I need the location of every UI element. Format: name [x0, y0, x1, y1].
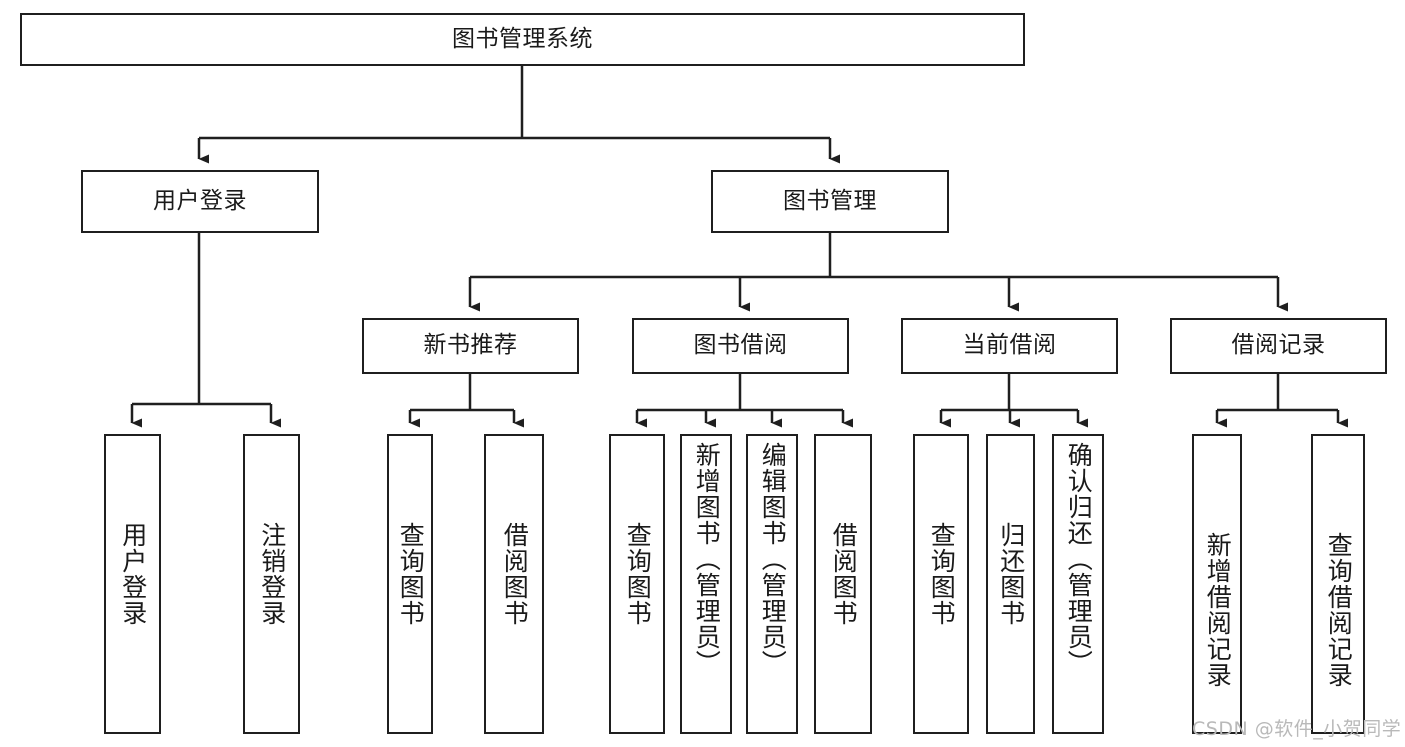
- node-leaf-leaf-confirm-return[interactable]: 确认归还（管理员）: [1052, 434, 1104, 734]
- node-leaf-leaf-add-book[interactable]: 新增图书（管理员）: [680, 434, 732, 734]
- node-leaf-leaf-query-book-3[interactable]: 查询图书: [913, 434, 969, 734]
- node-leaf-label: 归还图书: [996, 522, 1026, 626]
- node-leaf-leaf-borrow-book-1[interactable]: 借阅图书: [484, 434, 544, 734]
- node-leaf-leaf-return-book[interactable]: 归还图书: [986, 434, 1035, 734]
- node-level2-label: 图书管理: [783, 187, 877, 214]
- node-leaf-label: 借阅图书: [500, 522, 530, 626]
- node-leaf-label: 编辑图书（管理员）: [758, 442, 788, 676]
- node-level2-book-manage[interactable]: 图书管理: [711, 170, 949, 233]
- node-leaf-leaf-edit-book[interactable]: 编辑图书（管理员）: [746, 434, 798, 734]
- node-leaf-label: 注销登录: [257, 522, 287, 626]
- node-level3-current-borrow[interactable]: 当前借阅: [901, 318, 1118, 374]
- node-leaf-label: 查询借阅记录: [1324, 532, 1354, 688]
- node-level3-label: 图书借阅: [693, 332, 788, 359]
- node-leaf-label: 用户登录: [118, 522, 148, 626]
- node-root[interactable]: 图书管理系统: [20, 13, 1025, 66]
- node-root-label: 图书管理系统: [452, 25, 593, 52]
- node-leaf-label: 查询图书: [927, 522, 957, 626]
- node-leaf-label: 确认归还（管理员）: [1064, 442, 1094, 676]
- node-leaf-leaf-borrow-book-2[interactable]: 借阅图书: [814, 434, 872, 734]
- node-level3-label: 借阅记录: [1231, 332, 1326, 359]
- node-level2-user-login[interactable]: 用户登录: [81, 170, 319, 233]
- node-leaf-label: 新增图书（管理员）: [692, 442, 722, 676]
- node-level3-label: 新书推荐: [423, 332, 518, 359]
- node-leaf-label: 查询图书: [623, 522, 653, 626]
- node-level2-label: 用户登录: [153, 187, 247, 214]
- node-leaf-leaf-query-book-2[interactable]: 查询图书: [609, 434, 665, 734]
- node-leaf-leaf-user-login[interactable]: 用户登录: [104, 434, 161, 734]
- node-leaf-label: 新增借阅记录: [1203, 532, 1233, 688]
- node-leaf-leaf-query-book-1[interactable]: 查询图书: [387, 434, 433, 734]
- node-leaf-label: 借阅图书: [829, 522, 859, 626]
- node-leaf-leaf-add-record[interactable]: 新增借阅记录: [1192, 434, 1242, 734]
- node-level3-new-book-rec[interactable]: 新书推荐: [362, 318, 579, 374]
- node-leaf-leaf-query-record[interactable]: 查询借阅记录: [1311, 434, 1365, 734]
- node-level3-book-borrow[interactable]: 图书借阅: [632, 318, 849, 374]
- node-leaf-label: 查询图书: [396, 522, 426, 626]
- node-level3-borrow-record[interactable]: 借阅记录: [1170, 318, 1387, 374]
- node-level3-label: 当前借阅: [962, 332, 1057, 359]
- node-leaf-leaf-logout[interactable]: 注销登录: [243, 434, 300, 734]
